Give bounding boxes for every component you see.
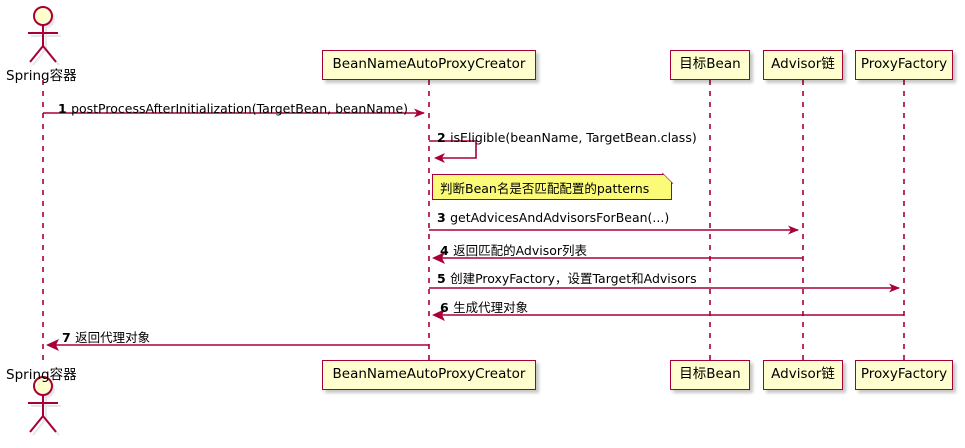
message-text: isEligible(beanName, TargetBean.class): [450, 130, 697, 145]
note-bean-name-pattern-match: 判断Bean名是否匹配配置的patterns: [432, 174, 672, 200]
message-text: getAdvicesAndAdvisorsForBean(...): [450, 210, 670, 225]
message-arrow-4: [432, 252, 803, 264]
participant-box-advisor-top[interactable]: Advisor链: [763, 50, 843, 80]
message-text: 返回匹配的Advisor列表: [453, 243, 587, 258]
message-seq: 2: [437, 130, 451, 145]
message-text: 创建ProxyFactory，设置Target和Advisors: [450, 271, 697, 286]
note-text: 判断Bean名是否匹配配置的patterns: [440, 180, 650, 196]
message-label-7: 7 返回代理对象: [62, 327, 150, 346]
message-seq: 6: [440, 300, 454, 315]
participant-box-proxyfactory-bottom[interactable]: ProxyFactory: [855, 360, 953, 390]
participant-label: Advisor链: [771, 56, 835, 73]
message-label-2: 2 isEligible(beanName, TargetBean.class): [437, 130, 697, 145]
participant-label: 目标Bean: [679, 366, 741, 383]
message-seq: 1: [58, 101, 72, 116]
lifelines: [42, 80, 905, 362]
participant-label: 目标Bean: [679, 56, 741, 73]
participant-label: ProxyFactory: [860, 56, 948, 73]
participant-box-bnapc-top[interactable]: BeanNameAutoProxyCreator: [322, 50, 536, 80]
participant-label: Advisor链: [771, 366, 835, 383]
message-text: 生成代理对象: [453, 300, 529, 315]
message-seq: 3: [437, 210, 451, 225]
message-label-5: 5 创建ProxyFactory，设置Target和Advisors: [437, 268, 697, 287]
participant-label: BeanNameAutoProxyCreator: [332, 366, 526, 383]
participant-box-target-top[interactable]: 目标Bean: [670, 50, 750, 80]
message-label-6: 6 生成代理对象: [440, 297, 528, 316]
message-label-1: 1 postProcessAfterInitialization(TargetB…: [58, 101, 408, 116]
message-text: postProcessAfterInitialization(TargetBea…: [71, 101, 409, 116]
participant-box-bnapc-bottom[interactable]: BeanNameAutoProxyCreator: [322, 360, 536, 390]
message-label-4: 4 返回匹配的Advisor列表: [440, 240, 587, 259]
message-arrow-7: [46, 339, 429, 351]
participant-label: ProxyFactory: [860, 366, 948, 383]
message-label-3: 3 getAdvicesAndAdvisorsForBean(...): [437, 210, 669, 225]
actor-spring-bottom: [28, 376, 61, 436]
message-seq: 4: [440, 243, 454, 258]
message-seq: 7: [62, 330, 76, 345]
actor-label-spring-bottom: Spring容器: [6, 367, 77, 383]
message-text: 返回代理对象: [75, 330, 151, 345]
actor-spring-top: [28, 6, 61, 66]
message-arrow-2-self: [429, 140, 477, 163]
participant-box-target-bottom[interactable]: 目标Bean: [670, 360, 750, 390]
actor-label-spring-top: Spring容器: [6, 68, 77, 84]
participant-box-proxyfactory-top[interactable]: ProxyFactory: [855, 50, 953, 80]
message-arrows: [43, 108, 904, 351]
participant-label: BeanNameAutoProxyCreator: [332, 56, 526, 73]
message-seq: 5: [437, 271, 451, 286]
participant-box-advisor-bottom[interactable]: Advisor链: [763, 360, 843, 390]
message-arrow-6: [432, 309, 904, 321]
